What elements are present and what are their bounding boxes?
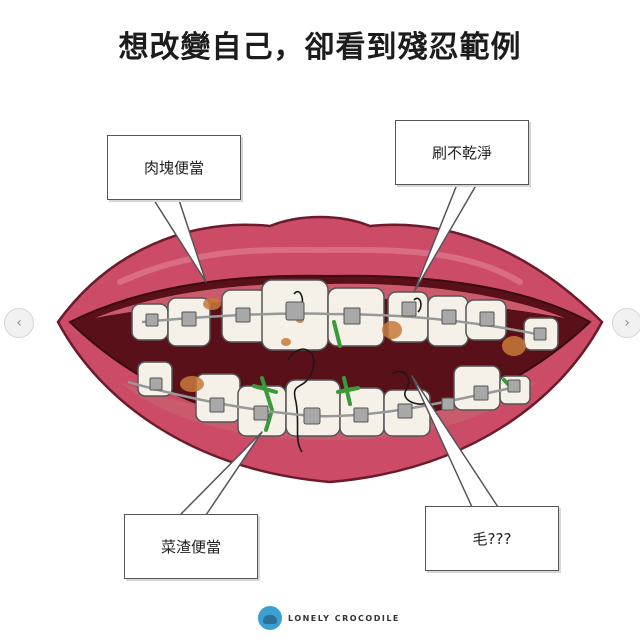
lower-brackets bbox=[149, 377, 521, 425]
meat-debris bbox=[150, 298, 526, 392]
brand-logo: LONELY CROCODILE bbox=[258, 606, 400, 630]
callout-hair: 毛??? bbox=[425, 506, 559, 571]
hair-debris bbox=[287, 290, 431, 453]
upper-gum bbox=[95, 283, 565, 318]
next-slide-button[interactable]: › bbox=[612, 308, 640, 338]
callout-pointers bbox=[151, 181, 499, 516]
page-title: 想改變自己，卻看到殘忍範例 bbox=[118, 30, 522, 65]
callout-meat-lunchbox: 肉塊便當 bbox=[107, 135, 241, 200]
prev-slide-button[interactable]: ‹ bbox=[4, 308, 34, 338]
callout-vegetable-lunchbox: 菜渣便當 bbox=[124, 514, 258, 579]
brand-name: LONELY CROCODILE bbox=[288, 613, 400, 623]
callout-brush-not-clean: 刷不乾淨 bbox=[395, 120, 529, 185]
crocodile-logo-icon bbox=[258, 606, 282, 630]
upper-brackets bbox=[145, 301, 547, 341]
